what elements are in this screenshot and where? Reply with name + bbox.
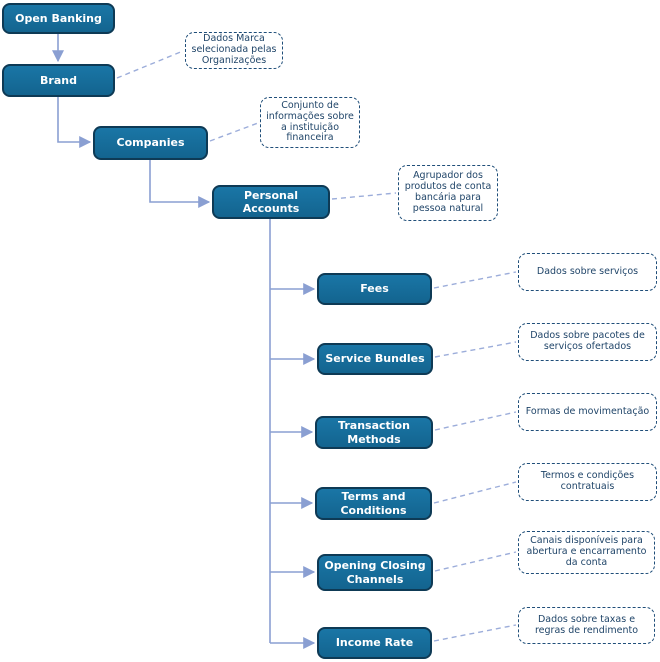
callout-service-bundles-note: Dados sobre pacotes de serviços ofertado… — [518, 323, 657, 361]
callout-opening-closing-channels-note: Canais disponíveis para abertura e encar… — [518, 531, 655, 574]
node-brand: Brand — [2, 64, 115, 97]
node-terms-and-conditions: Terms and Conditions — [315, 487, 432, 520]
callout-personal-accounts-note: Agrupador dos produtos de conta bancária… — [398, 165, 498, 221]
callout-companies-note: Conjunto de informações sobre a institui… — [260, 97, 360, 148]
node-personal-accounts: Personal Accounts — [212, 185, 330, 219]
callout-fees-note: Dados sobre serviços — [518, 253, 657, 291]
node-fees: Fees — [317, 273, 432, 305]
tree-connectors — [52, 34, 316, 649]
node-open-banking: Open Banking — [2, 3, 115, 34]
node-opening-closing-channels: Opening Closing Channels — [317, 554, 433, 591]
node-income-rate: Income Rate — [317, 627, 432, 659]
callout-transaction-methods-note: Formas de movimentação — [518, 393, 657, 431]
callout-income-rate-note: Dados sobre taxas e regras de rendimento — [518, 607, 655, 644]
node-companies: Companies — [93, 126, 208, 160]
node-transaction-methods: Transaction Methods — [315, 416, 433, 449]
callout-brand-note: Dados Marca selecionada pelas Organizaçõ… — [185, 32, 283, 69]
callout-connectors — [116, 50, 517, 642]
node-service-bundles: Service Bundles — [317, 343, 433, 375]
callout-terms-and-conditions-note: Termos e condições contratuais — [518, 463, 657, 501]
